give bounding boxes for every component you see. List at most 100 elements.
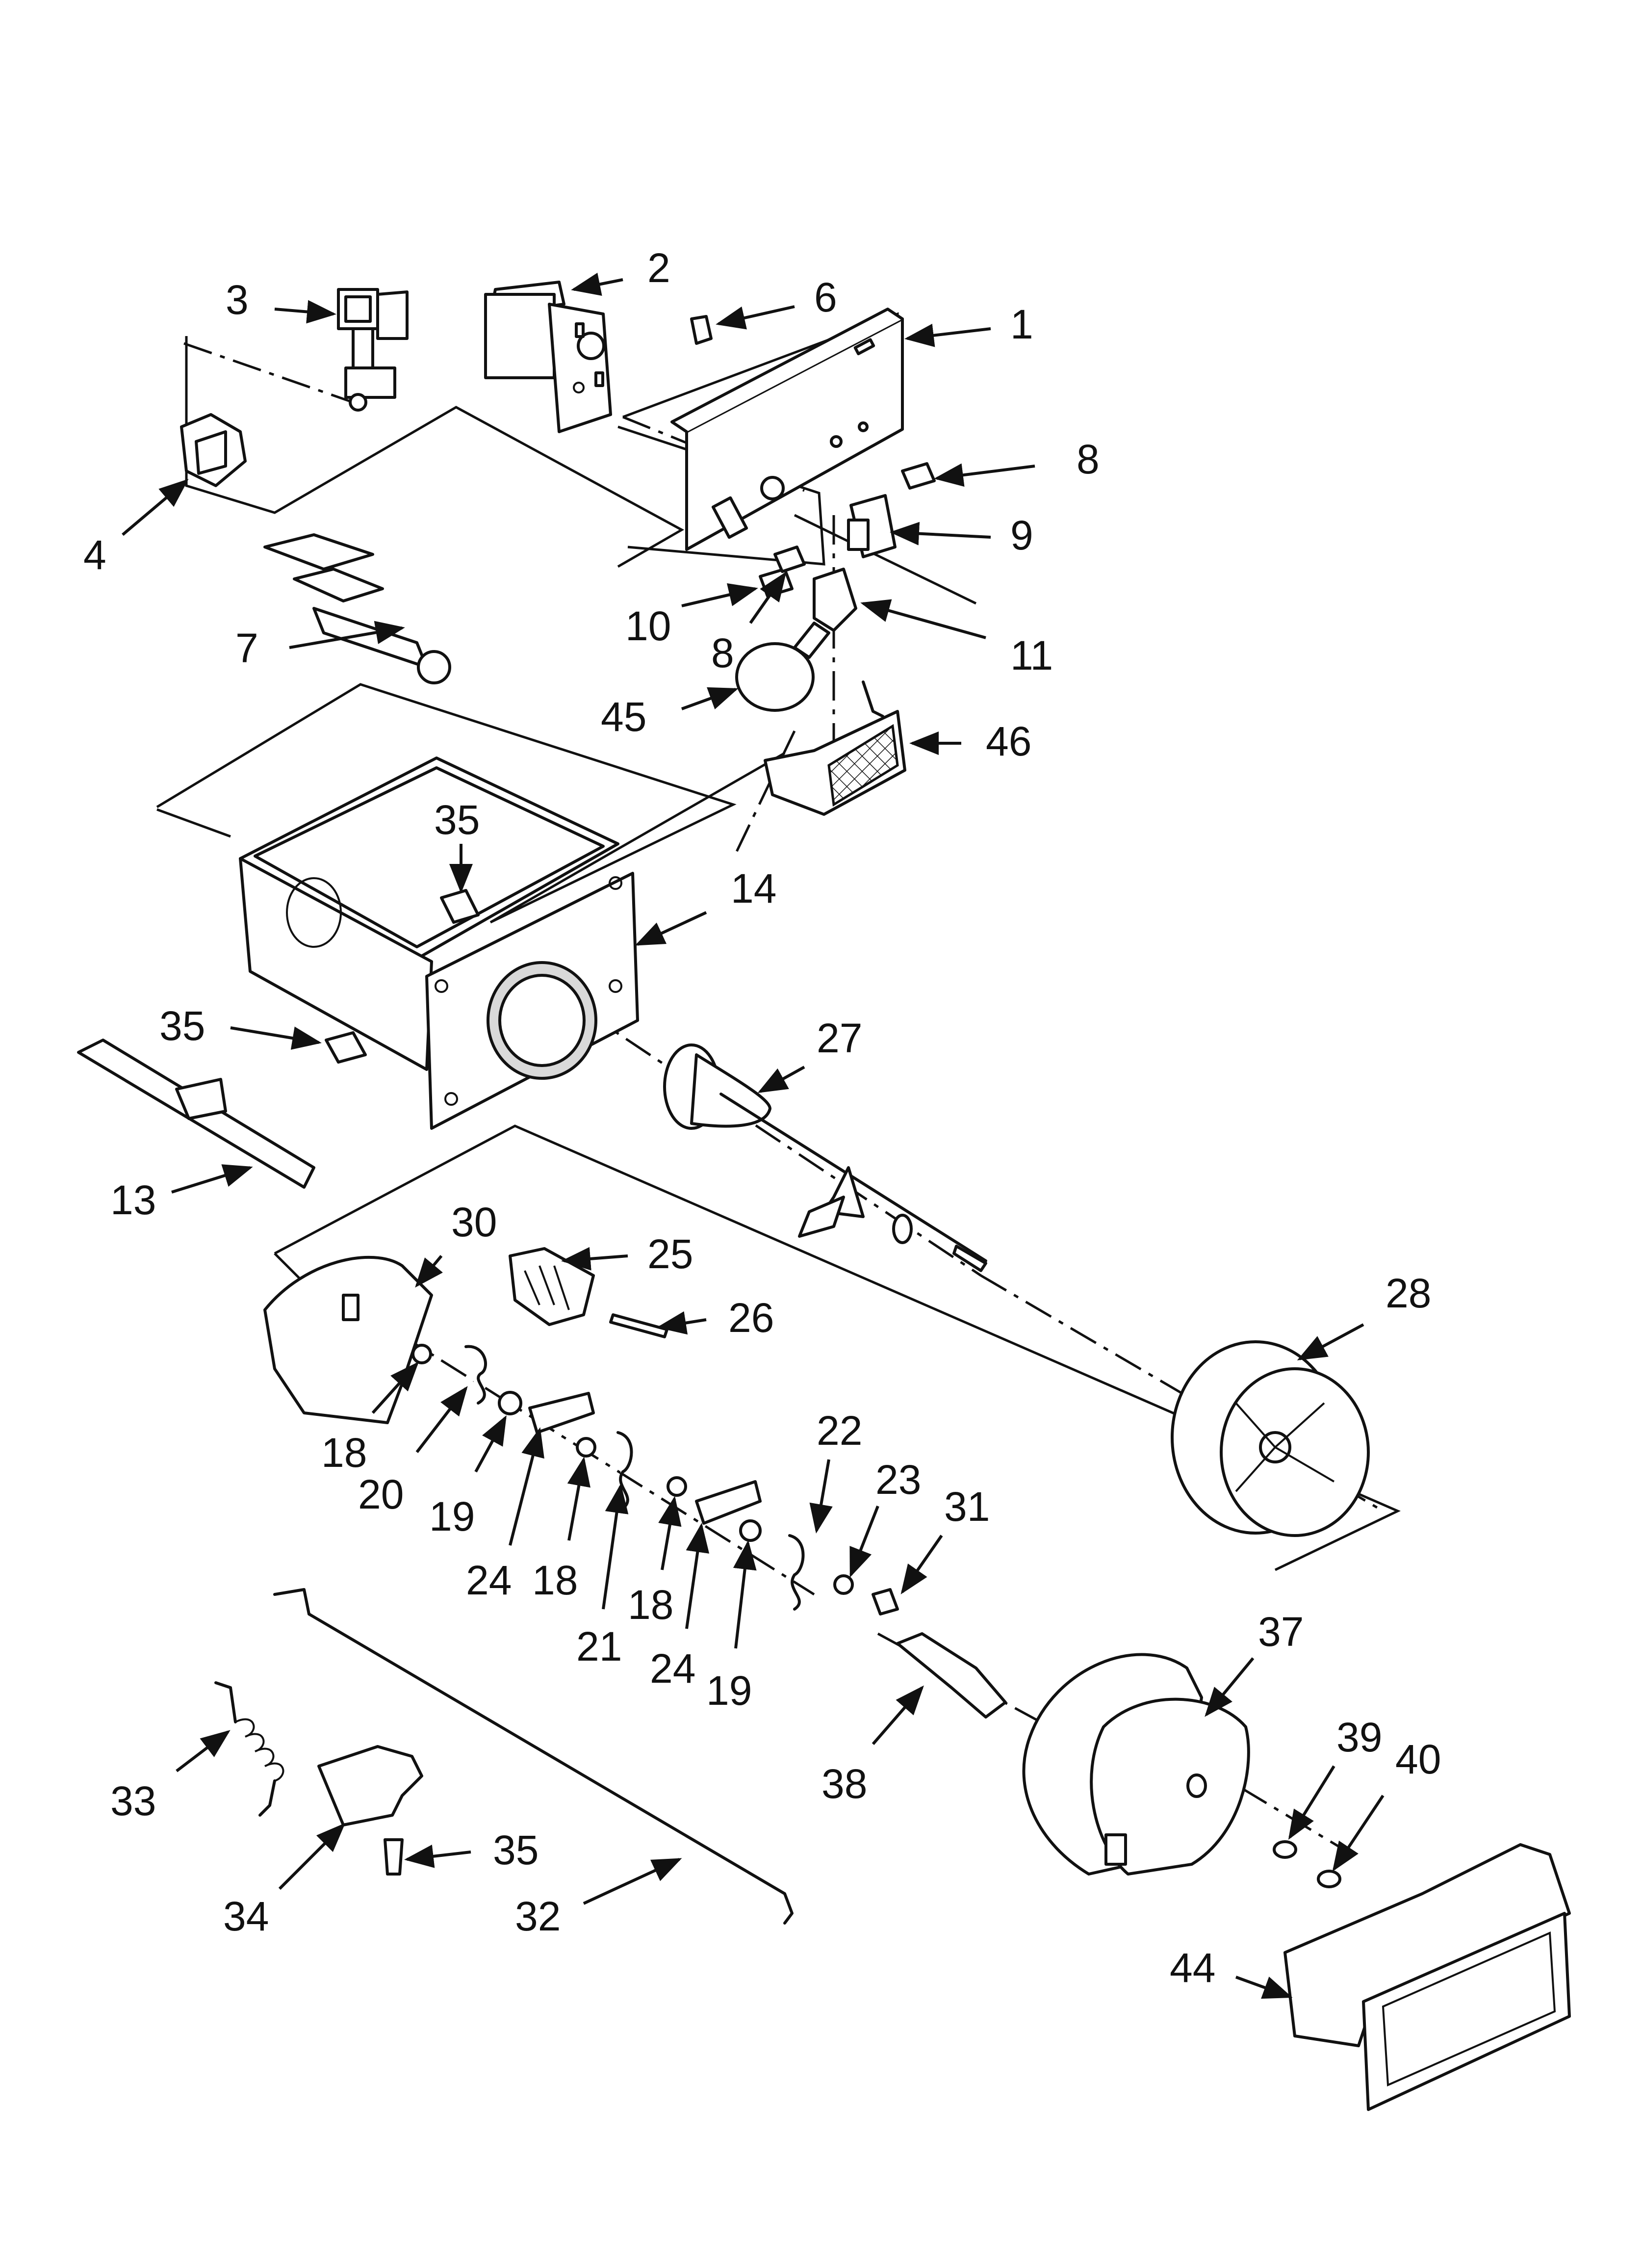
svg-text:32: 32 bbox=[515, 1893, 561, 1939]
callout-20: 20 bbox=[358, 1386, 468, 1517]
svg-text:39: 39 bbox=[1336, 1714, 1382, 1760]
callout-35-lower: 35 bbox=[404, 1827, 539, 1873]
svg-text:34: 34 bbox=[223, 1893, 269, 1939]
svg-text:38: 38 bbox=[821, 1761, 867, 1807]
svg-text:31: 31 bbox=[944, 1484, 990, 1530]
callout-35-middle: 35 bbox=[159, 1003, 322, 1050]
part-35-screw-middle bbox=[325, 1031, 367, 1064]
part-2-motor bbox=[484, 281, 612, 433]
part-11-lamp-socket bbox=[813, 568, 857, 632]
callout-27: 27 bbox=[757, 1015, 862, 1093]
svg-text:20: 20 bbox=[358, 1471, 404, 1517]
svg-text:46: 46 bbox=[986, 718, 1031, 764]
callout-11: 11 bbox=[860, 599, 1053, 678]
callout-25: 25 bbox=[561, 1231, 693, 1277]
callout-44: 44 bbox=[1170, 1945, 1293, 1999]
svg-text:4: 4 bbox=[83, 532, 106, 578]
svg-text:28: 28 bbox=[1385, 1270, 1431, 1316]
callout-19-b: 19 bbox=[706, 1540, 757, 1714]
svg-text:10: 10 bbox=[625, 603, 671, 649]
svg-text:21: 21 bbox=[576, 1623, 622, 1669]
callout-23: 23 bbox=[849, 1457, 921, 1578]
svg-text:33: 33 bbox=[110, 1778, 156, 1824]
callout-32: 32 bbox=[515, 1858, 682, 1939]
part-37-motor-housing bbox=[1022, 1653, 1250, 1876]
part-28-wheel bbox=[1171, 1340, 1370, 1537]
svg-text:37: 37 bbox=[1258, 1609, 1304, 1655]
svg-text:35: 35 bbox=[159, 1003, 205, 1049]
callout-24-b: 24 bbox=[650, 1523, 710, 1692]
part-8-screw bbox=[901, 462, 936, 490]
callout-37: 37 bbox=[1205, 1609, 1304, 1717]
callout-7: 7 bbox=[235, 621, 405, 671]
callout-39: 39 bbox=[1288, 1714, 1382, 1840]
svg-text:26: 26 bbox=[728, 1295, 774, 1341]
callout-18-b: 18 bbox=[532, 1457, 590, 1603]
part-46-shield bbox=[764, 680, 906, 816]
part-38-bracket bbox=[896, 1632, 1007, 1719]
part-33-spring bbox=[214, 1681, 284, 1817]
callout-8-bottom: 8 bbox=[711, 572, 787, 676]
part-3-solenoid bbox=[337, 288, 409, 412]
svg-text:44: 44 bbox=[1170, 1945, 1215, 1991]
callout-30: 30 bbox=[415, 1199, 497, 1288]
small-parts-stack bbox=[411, 1344, 899, 1616]
callout-46: 46 bbox=[909, 718, 1031, 764]
callout-19-a: 19 bbox=[429, 1415, 507, 1539]
svg-text:19: 19 bbox=[706, 1668, 752, 1714]
part-4-switch-bracket bbox=[180, 413, 247, 487]
svg-text:18: 18 bbox=[321, 1430, 367, 1476]
part-6-clip bbox=[690, 315, 713, 345]
svg-text:35: 35 bbox=[434, 797, 480, 843]
svg-text:13: 13 bbox=[110, 1177, 156, 1223]
svg-text:24: 24 bbox=[466, 1557, 512, 1603]
callout-18-c: 18 bbox=[628, 1496, 682, 1628]
callout-35-upper: 35 bbox=[434, 797, 480, 893]
callout-4: 4 bbox=[83, 479, 189, 578]
svg-text:45: 45 bbox=[601, 694, 646, 740]
svg-text:25: 25 bbox=[647, 1231, 693, 1277]
svg-text:11: 11 bbox=[1010, 632, 1053, 678]
svg-text:27: 27 bbox=[817, 1015, 862, 1061]
callout-1: 1 bbox=[904, 301, 1033, 347]
part-14-ice-bucket bbox=[239, 756, 639, 1130]
callout-33: 33 bbox=[110, 1730, 231, 1824]
callout-14: 14 bbox=[635, 865, 776, 946]
svg-text:6: 6 bbox=[814, 274, 837, 320]
callouts: 1 2 3 4 6 7 8 8 9 10 11 45 46 35 14 35 2… bbox=[83, 245, 1441, 1999]
part-26-shaft bbox=[609, 1313, 668, 1338]
part-34-clamp bbox=[317, 1745, 423, 1826]
svg-text:8: 8 bbox=[1077, 436, 1100, 482]
svg-text:8: 8 bbox=[711, 630, 734, 676]
callout-28: 28 bbox=[1297, 1270, 1431, 1360]
callout-18-a: 18 bbox=[321, 1361, 419, 1476]
part-30-plate bbox=[263, 1255, 433, 1424]
part-13-slide-rail bbox=[77, 1039, 315, 1189]
svg-text:22: 22 bbox=[817, 1408, 862, 1454]
part-35-screw-lower bbox=[384, 1838, 404, 1876]
callout-40: 40 bbox=[1332, 1736, 1441, 1872]
callout-2: 2 bbox=[571, 245, 670, 296]
callout-6: 6 bbox=[716, 274, 837, 330]
svg-text:9: 9 bbox=[1010, 512, 1033, 558]
svg-text:35: 35 bbox=[493, 1827, 539, 1873]
callout-10: 10 bbox=[625, 583, 758, 649]
callout-38: 38 bbox=[821, 1685, 924, 1807]
svg-text:24: 24 bbox=[650, 1645, 695, 1692]
svg-text:3: 3 bbox=[226, 277, 249, 323]
callout-26: 26 bbox=[657, 1295, 774, 1341]
part-1-housing-bracket bbox=[670, 308, 904, 551]
svg-text:18: 18 bbox=[532, 1557, 578, 1603]
callout-21: 21 bbox=[576, 1484, 629, 1669]
svg-text:40: 40 bbox=[1395, 1736, 1441, 1782]
part-39-washer bbox=[1273, 1840, 1297, 1859]
callout-13: 13 bbox=[110, 1164, 253, 1223]
callout-45: 45 bbox=[601, 687, 739, 740]
part-40-clip bbox=[1317, 1870, 1341, 1888]
callout-31: 31 bbox=[900, 1484, 990, 1594]
part-7-harness bbox=[263, 533, 451, 684]
callout-9: 9 bbox=[890, 512, 1033, 558]
svg-text:19: 19 bbox=[429, 1493, 475, 1539]
svg-text:23: 23 bbox=[875, 1457, 921, 1503]
